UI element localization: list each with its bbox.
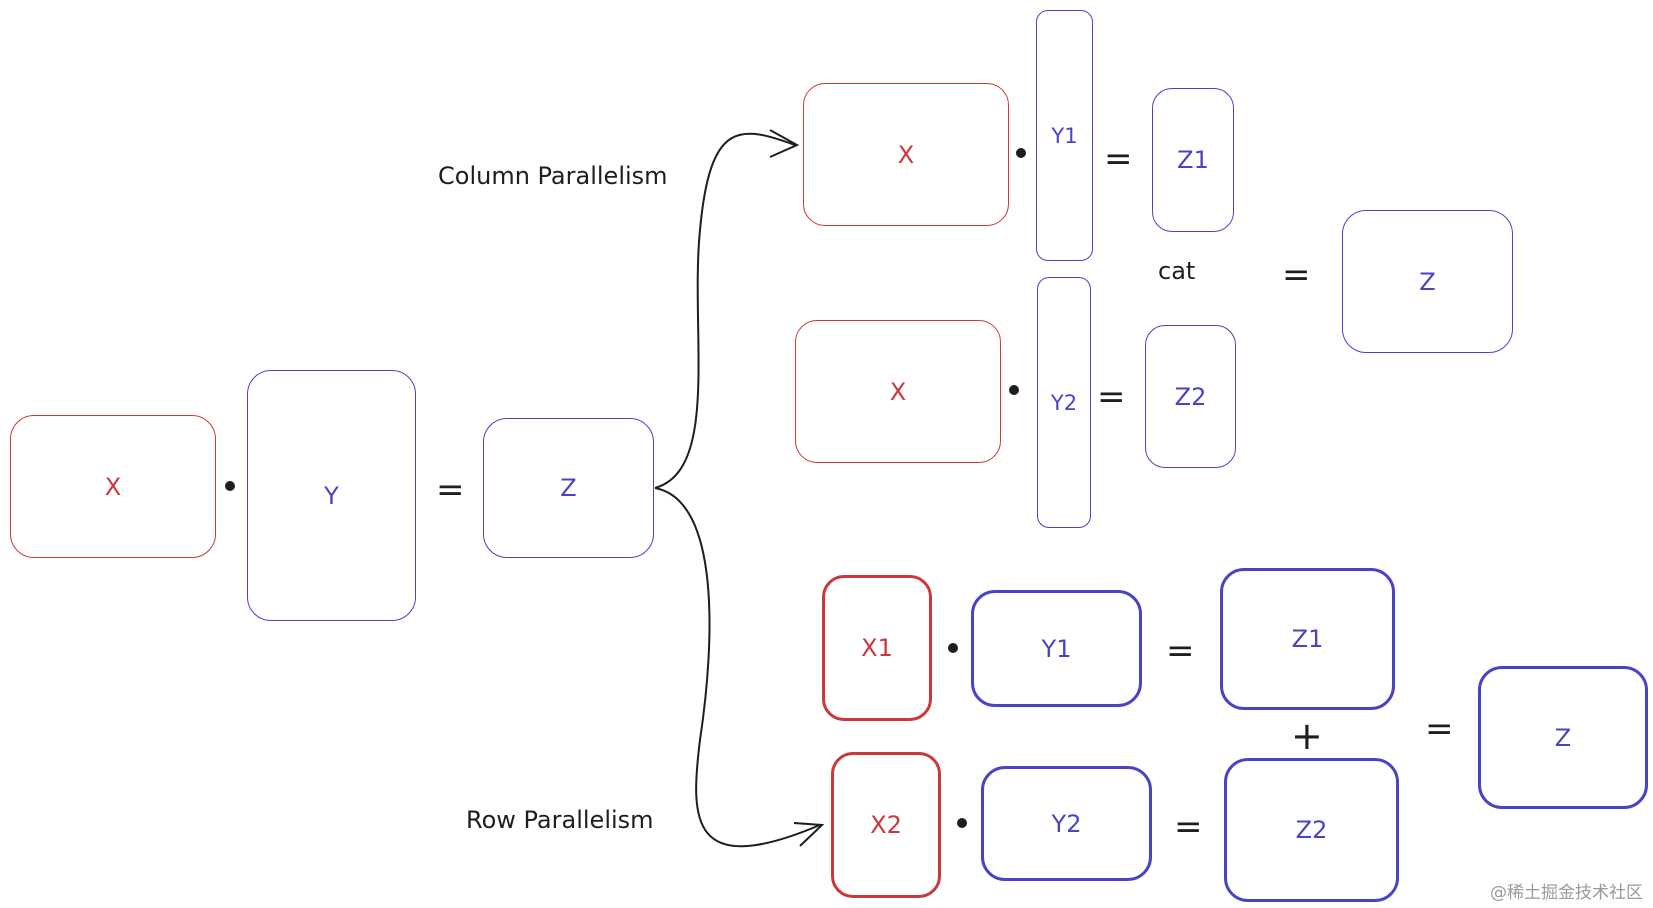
column-dot2-operator [1009, 385, 1019, 395]
column-y1-label: Y1 [1051, 123, 1078, 148]
row-y2-label: Y2 [1051, 809, 1082, 838]
left-y-label: Y [324, 481, 339, 510]
row-dot1-operator [948, 643, 958, 653]
left-x-label: X [104, 472, 122, 501]
left-dot-operator [225, 481, 235, 491]
column-dot1-operator [1016, 148, 1026, 158]
column-z1-label: Z1 [1177, 146, 1209, 174]
column-cat-label: cat [1158, 257, 1196, 285]
row-arrowhead [793, 822, 825, 847]
column-x2-box: X [795, 320, 1001, 463]
watermark: @稀土掘金技术社区 [1490, 883, 1643, 903]
left-equals: = [436, 470, 465, 510]
column-arrowhead [769, 129, 800, 158]
row-y1-box: Y1 [971, 590, 1142, 707]
row-parallelism-title: Row Parallelism [466, 806, 654, 834]
left-z-box: Z [483, 418, 654, 558]
row-x2-label: X2 [870, 811, 902, 839]
column-x2-label: X [889, 377, 907, 406]
column-y2-box: Y2 [1037, 277, 1091, 528]
row-x2-box: X2 [831, 752, 941, 898]
column-result-z-box: Z [1342, 210, 1513, 353]
row-dot2-operator [957, 818, 967, 828]
column-y2-label: Y2 [1050, 390, 1078, 415]
column-equals2: = [1097, 377, 1126, 417]
column-x1-box: X [803, 83, 1009, 226]
left-y-box: Y [247, 370, 416, 621]
row-arrow-line [654, 487, 821, 848]
row-result-z-box: Z [1478, 666, 1648, 809]
left-x-box: X [10, 415, 216, 558]
column-z1-box: Z1 [1152, 88, 1234, 232]
row-y1-label: Y1 [1041, 634, 1072, 663]
column-z2-label: Z2 [1174, 382, 1207, 411]
row-x1-box: X1 [822, 575, 932, 721]
row-equals2: = [1174, 807, 1203, 847]
row-z2-label: Z2 [1295, 816, 1328, 844]
column-y1-box: Y1 [1036, 10, 1093, 261]
column-result-z-label: Z [1419, 267, 1436, 296]
column-arrow-line [654, 132, 796, 489]
row-y2-box: Y2 [981, 766, 1152, 881]
row-z2-box: Z2 [1224, 758, 1399, 902]
column-equals1: = [1104, 139, 1133, 179]
row-plus: + [1291, 714, 1323, 758]
row-x1-label: X1 [861, 634, 893, 662]
row-equals1: = [1166, 631, 1195, 671]
row-z1-label: Z1 [1291, 625, 1324, 653]
column-equals-result: = [1282, 255, 1311, 295]
row-z1-box: Z1 [1220, 568, 1395, 710]
column-z2-box: Z2 [1145, 325, 1236, 468]
row-result-z-label: Z [1554, 723, 1572, 752]
left-z-label: Z [560, 474, 577, 502]
column-parallelism-title: Column Parallelism [438, 162, 668, 190]
row-equals-result: = [1425, 709, 1454, 749]
column-x1-label: X [897, 140, 915, 169]
